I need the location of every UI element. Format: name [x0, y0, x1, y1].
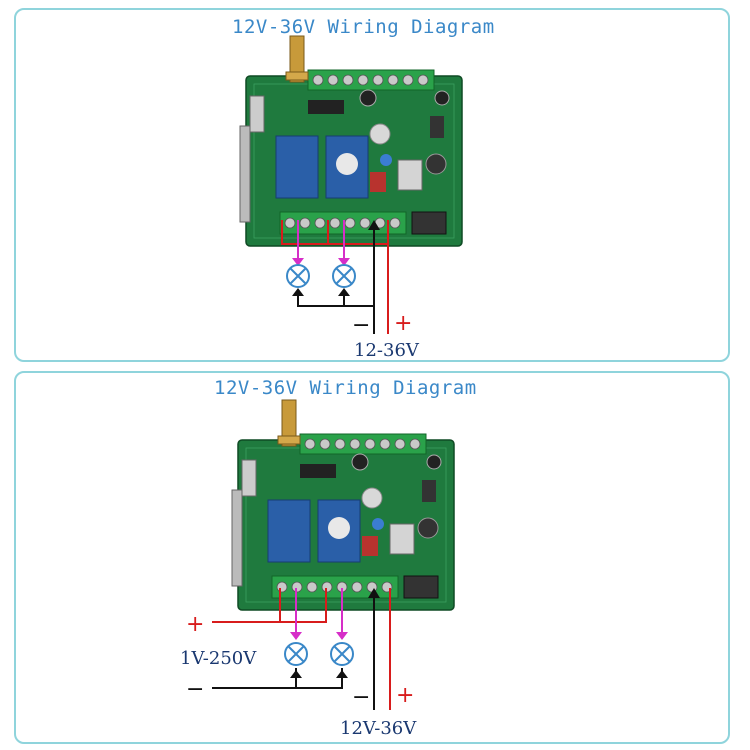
minus-sign: −	[352, 685, 370, 710]
lamp-icon	[284, 642, 308, 666]
supply-voltage-label: 12-36V	[354, 340, 420, 361]
plus-sign: +	[396, 683, 414, 708]
diagram-title: 12V-36V Wiring Diagram	[232, 16, 495, 38]
lamp-icon	[330, 642, 354, 666]
receiver-board-2	[231, 399, 455, 611]
red-wire-1	[281, 220, 389, 334]
lamp-icon	[332, 264, 356, 288]
load-voltage-label: 1V-250V	[180, 648, 257, 669]
load-minus-sign: −	[186, 677, 204, 702]
magenta-wire-2	[295, 588, 343, 636]
magenta-wire-1	[297, 220, 345, 262]
minus-sign: −	[352, 313, 370, 338]
supply-voltage-label: 12V-36V	[340, 718, 417, 739]
lamp-icon	[286, 264, 310, 288]
wiring-diagram-panel-2: 12V-36V Wiring Diagram	[14, 371, 730, 744]
red-wire-2	[212, 588, 391, 710]
plus-sign: +	[394, 311, 412, 336]
receiver-board-1	[239, 35, 463, 247]
diagram-title: 12V-36V Wiring Diagram	[214, 377, 477, 399]
load-plus-sign: +	[186, 612, 204, 637]
